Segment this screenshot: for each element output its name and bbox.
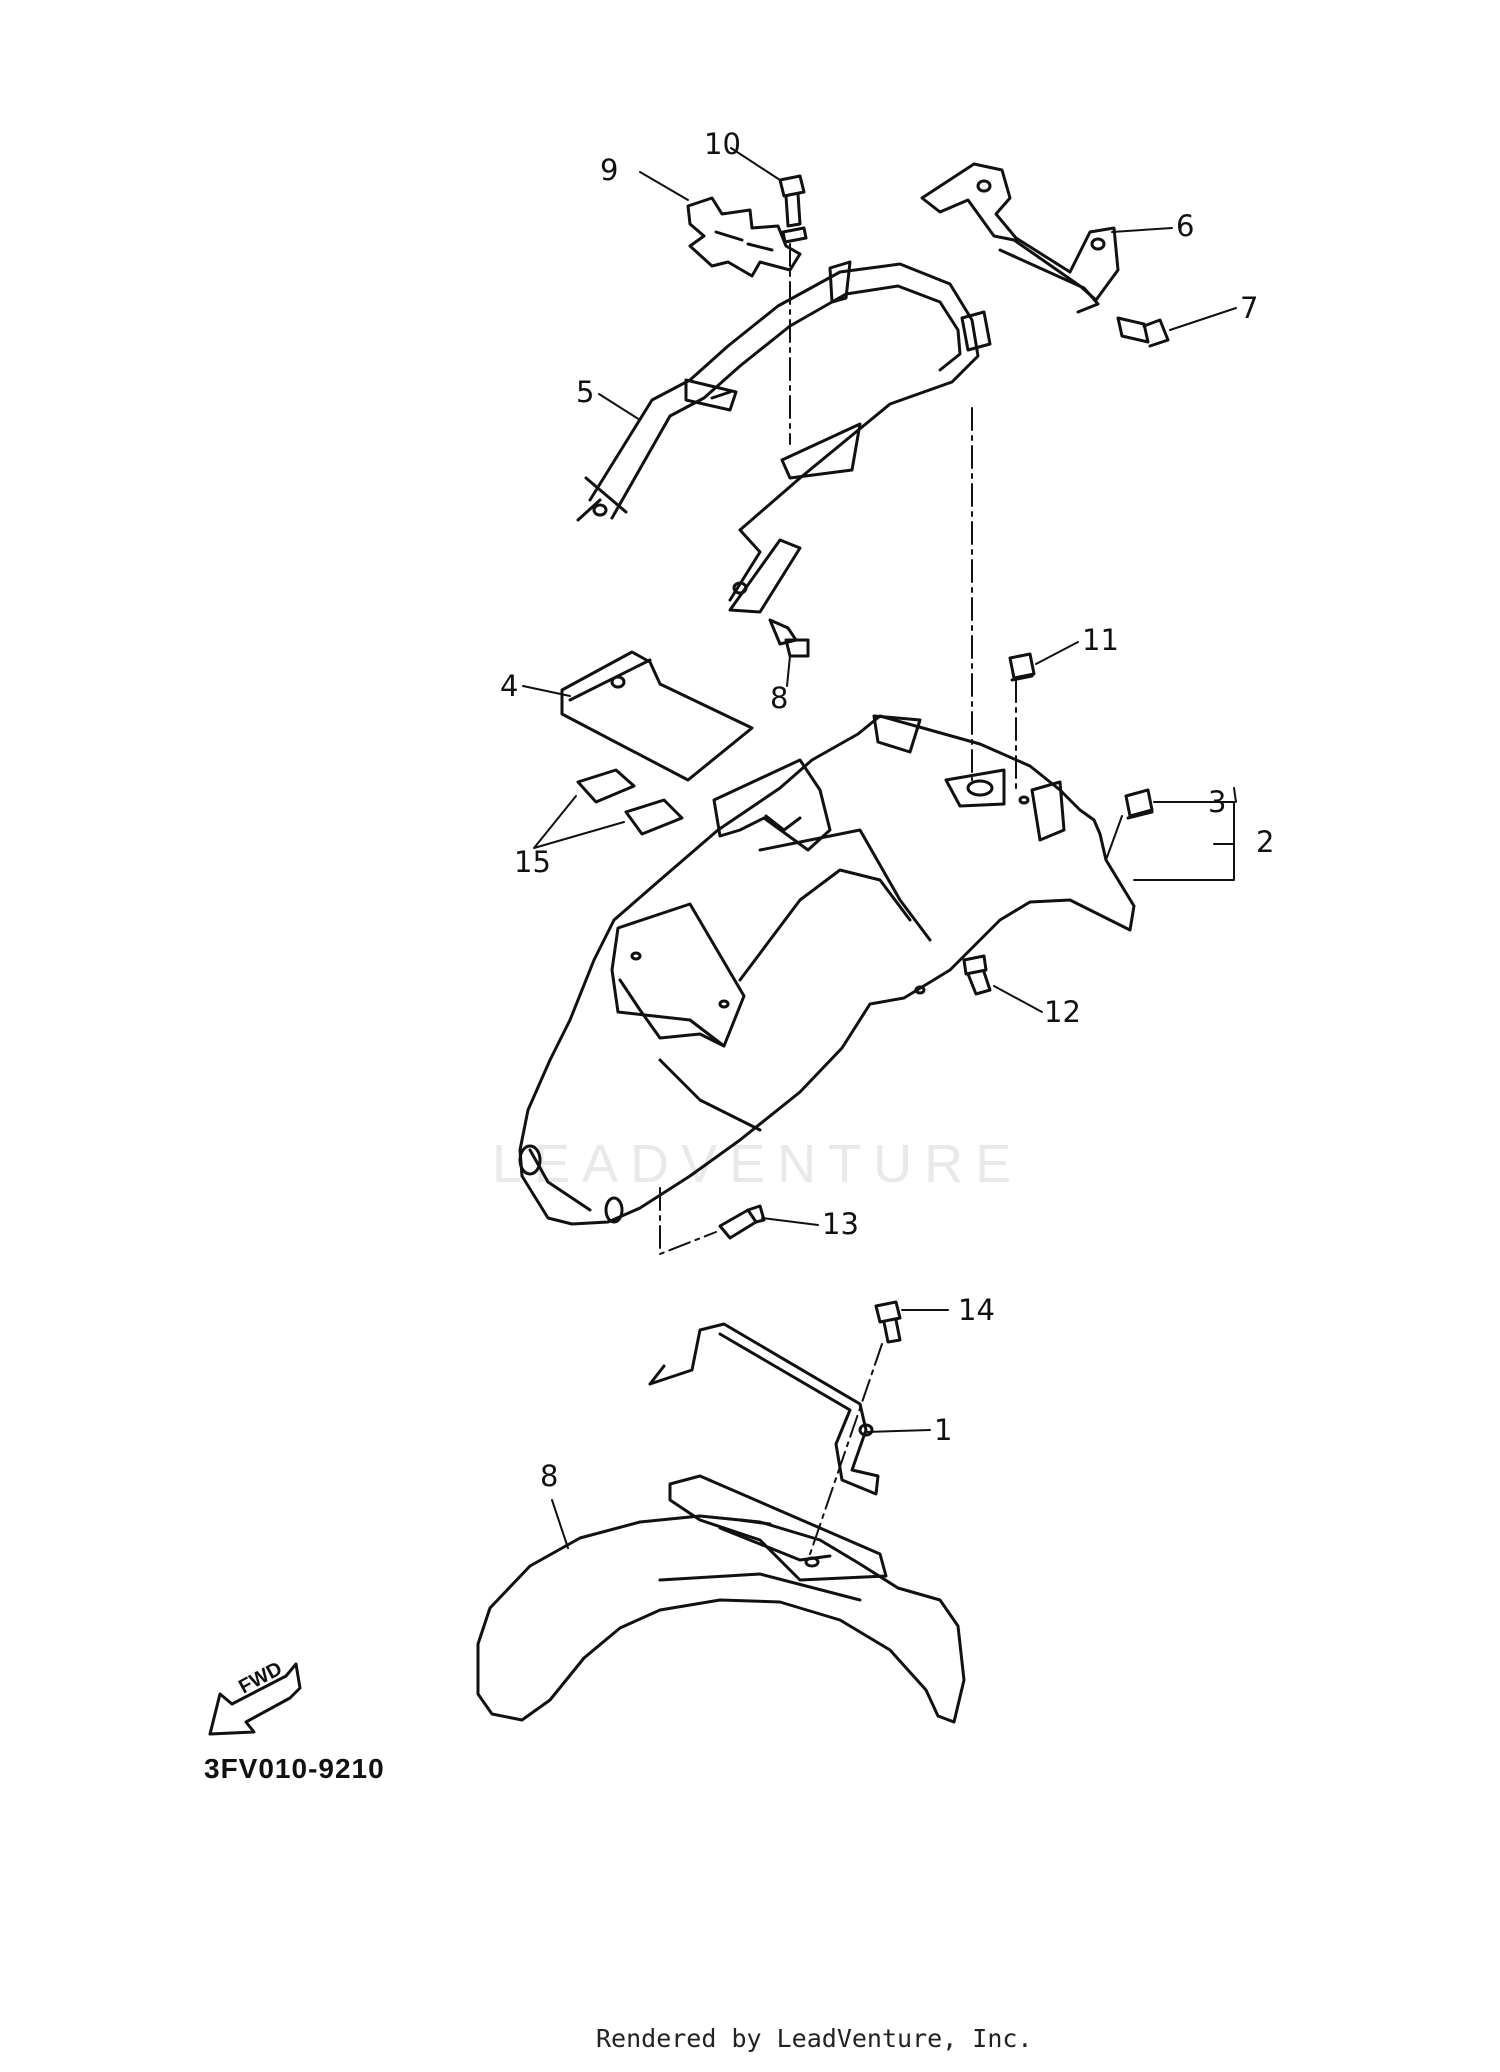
callout-12: 8 — [770, 681, 789, 715]
part-1-stay — [648, 1322, 880, 1496]
part-9-grab-rail — [576, 260, 992, 614]
part-3-bolt — [874, 1300, 902, 1344]
callout-10: 6 — [1176, 209, 1195, 243]
callout-2: 8 — [540, 1459, 559, 1493]
callout-3: 14 — [958, 1293, 995, 1327]
part-6-reflectors — [576, 768, 684, 836]
part-2-front-fender — [476, 1474, 966, 1724]
part-4-rear-fender — [518, 714, 1136, 1226]
part-12-bolt — [768, 618, 810, 658]
callout-5: 3 — [1208, 785, 1227, 819]
callout-4: 2 — [1256, 825, 1275, 859]
callout-7: 4 — [500, 669, 519, 703]
part-14-bolt — [778, 174, 808, 244]
callout-1: 1 — [934, 1413, 953, 1447]
callout-6: 15 — [514, 845, 551, 879]
part-15-nut — [1008, 652, 1036, 682]
part-8-bolt-upper — [962, 954, 992, 996]
part-11-bolt — [1116, 316, 1170, 348]
diagram-code: 3FV010-9210 — [204, 1753, 385, 1784]
callout-14: 10 — [704, 127, 741, 161]
part-13-bracket — [686, 196, 802, 278]
callout-15: 11 — [1082, 623, 1119, 657]
part-5-grommet — [1124, 788, 1154, 820]
part-10-bracket — [920, 162, 1120, 314]
part-8-bolt-lower — [718, 1204, 766, 1240]
callout-11: 7 — [1240, 291, 1259, 325]
leader-lines — [522, 147, 1237, 1549]
callout-9: 5 — [576, 375, 595, 409]
footer-credit: Rendered by LeadVenture, Inc. — [596, 2024, 1033, 2053]
callout-8-upper: 12 — [1044, 995, 1081, 1029]
callout-13: 9 — [600, 153, 619, 187]
dash-lines — [659, 243, 1017, 1561]
fwd-arrow-icon — [208, 1662, 302, 1736]
callout-8-lower: 13 — [822, 1207, 859, 1241]
watermark: LEADVENTURE — [492, 1134, 1024, 1194]
part-7-plate — [560, 650, 754, 782]
